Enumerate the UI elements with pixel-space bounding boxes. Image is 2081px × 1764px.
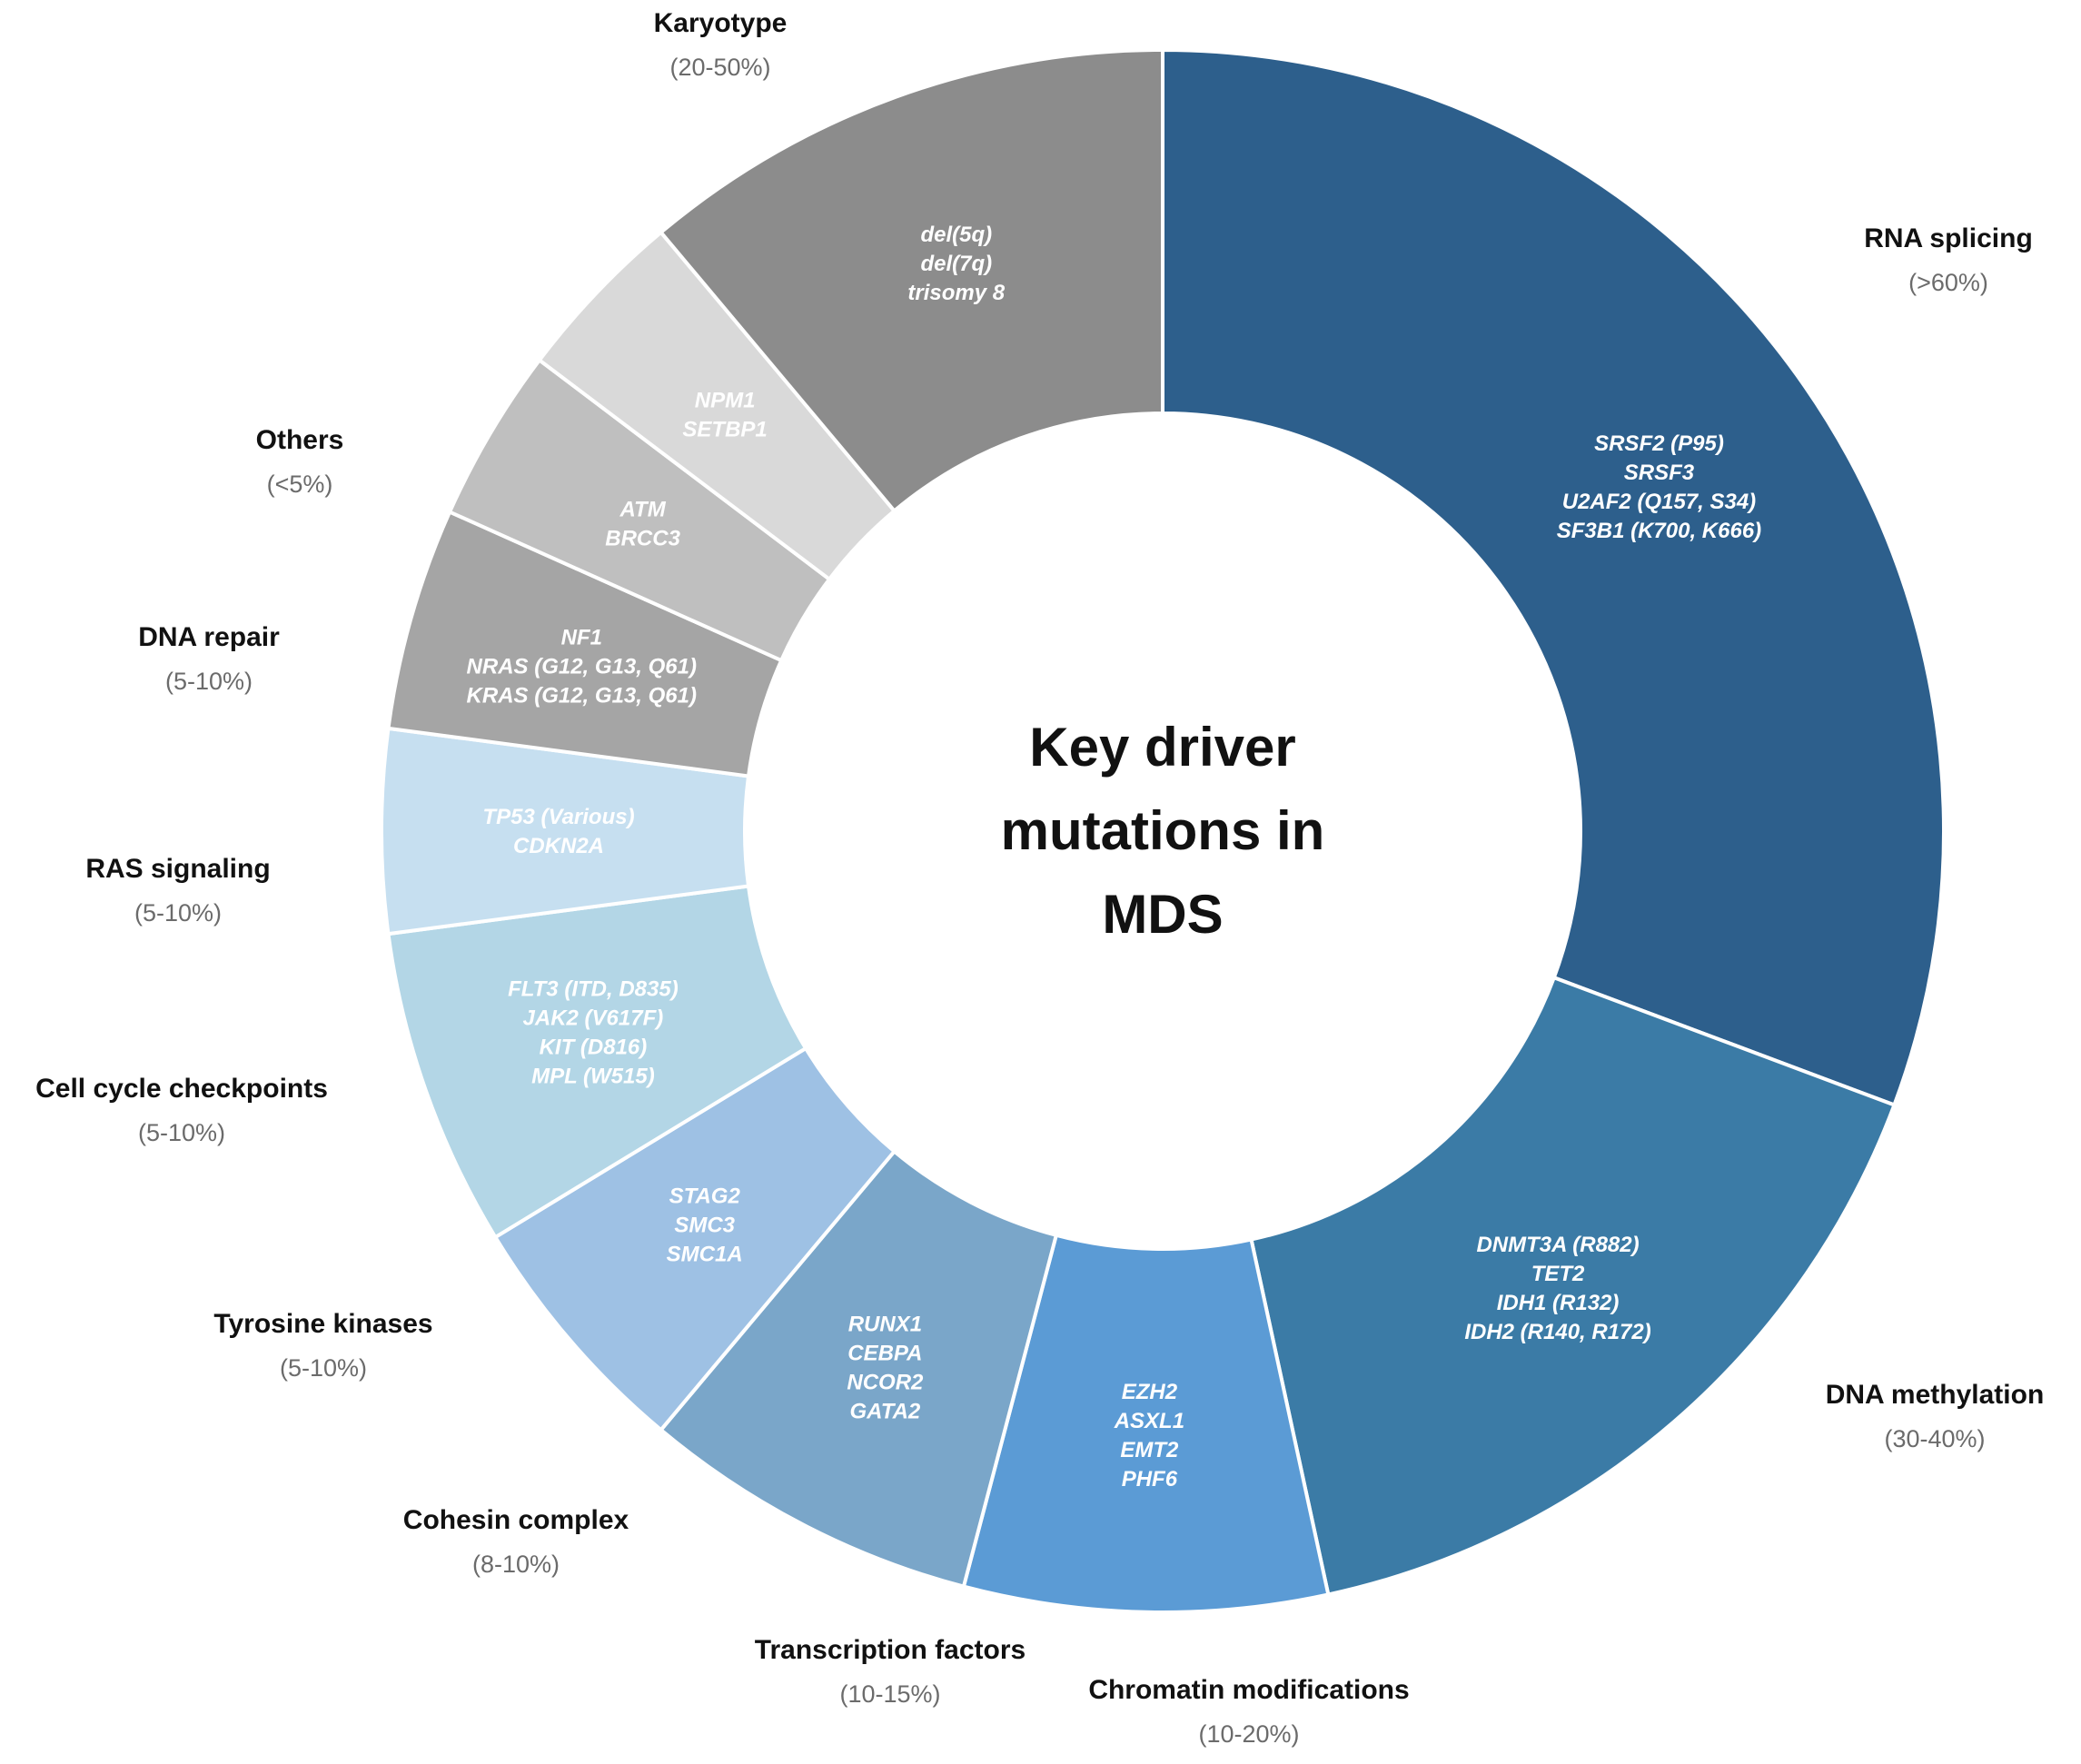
center-title-line: Key driver	[1029, 717, 1296, 778]
category-label: DNA repair	[138, 622, 280, 652]
slice-rna-splicing	[1161, 47, 1946, 1108]
category-label: Karyotype	[654, 8, 788, 38]
gene-label: trisomy 8	[907, 281, 1005, 305]
category-range-label: (5-10%)	[138, 1119, 225, 1146]
category-range-label: (10-15%)	[839, 1680, 940, 1708]
category-label: Chromatin modifications	[1088, 1675, 1409, 1705]
gene-label: SF3B1 (K700, K666)	[1557, 519, 1761, 543]
slices-group	[379, 47, 1946, 1614]
category-label: Cohesin complex	[403, 1505, 629, 1535]
gene-label: KRAS (G12, G13, Q61)	[467, 683, 697, 708]
category-label: Tyrosine kinases	[213, 1309, 432, 1339]
gene-label: NF1	[561, 625, 602, 649]
center-title: Key driver mutations in MDS	[1001, 717, 1325, 945]
gene-label: EZH2	[1122, 1380, 1178, 1404]
category-range-label: (>60%)	[1908, 269, 1988, 296]
category-range-label: (5-10%)	[134, 899, 222, 927]
category-range-label: (30-40%)	[1884, 1425, 1985, 1452]
gene-label: CDKN2A	[513, 834, 604, 858]
gene-label: IDH2 (R140, R172)	[1464, 1320, 1650, 1344]
gene-label: ATM	[619, 497, 667, 521]
gene-label: del(7q)	[920, 252, 992, 276]
slice-dna-methylation	[1249, 975, 1898, 1597]
category-range-label: (5-10%)	[165, 668, 253, 695]
category-label: RNA splicing	[1864, 223, 2033, 253]
gene-label: SMC1A	[667, 1242, 743, 1266]
gene-label: TET2	[1531, 1262, 1585, 1286]
gene-label: RUNX1	[848, 1313, 922, 1337]
gene-label: FLT3 (ITD, D835)	[508, 976, 679, 1001]
gene-label: ASXL1	[1114, 1409, 1184, 1433]
category-label: Others	[256, 425, 344, 455]
gene-label: GATA2	[849, 1400, 920, 1424]
center-title-line: mutations in	[1001, 800, 1325, 861]
center-title-line: MDS	[1102, 884, 1223, 945]
category-range-label: (10-20%)	[1198, 1720, 1299, 1748]
gene-label: EMT2	[1120, 1438, 1179, 1462]
gene-label: U2AF2 (Q157, S34)	[1562, 490, 1756, 514]
category-range-label: (5-10%)	[280, 1354, 367, 1382]
gene-label: STAG2	[669, 1184, 741, 1208]
gene-label: IDH1 (R132)	[1497, 1291, 1620, 1315]
gene-label: SMC3	[674, 1213, 735, 1237]
gene-label: NRAS (G12, G13, Q61)	[467, 654, 697, 679]
gene-label: KIT (D816)	[540, 1035, 648, 1059]
category-label: DNA methylation	[1826, 1380, 2045, 1410]
gene-label: MPL (W515)	[531, 1064, 655, 1088]
slice-karyotype	[658, 47, 1164, 514]
gene-label: NCOR2	[847, 1371, 924, 1395]
gene-label: DNMT3A (R882)	[1476, 1233, 1639, 1257]
gene-label: del(5q)	[920, 223, 992, 247]
gene-label: CEBPA	[847, 1342, 922, 1366]
category-label: RAS signaling	[85, 854, 270, 884]
gene-label: JAK2 (V617F)	[523, 1006, 664, 1030]
gene-label: SETBP1	[682, 418, 767, 442]
gene-label: NPM1	[695, 389, 756, 413]
category-label: Transcription factors	[755, 1635, 1026, 1665]
gene-label: TP53 (Various)	[482, 805, 634, 829]
gene-label: SRSF3	[1624, 461, 1695, 485]
category-range-label: (<5%)	[267, 471, 333, 498]
gene-label: BRCC3	[605, 526, 680, 550]
category-label: Cell cycle checkpoints	[35, 1074, 328, 1104]
gene-label: PHF6	[1122, 1467, 1178, 1491]
gene-label: SRSF2 (P95)	[1594, 431, 1724, 456]
category-range-label: (8-10%)	[472, 1551, 560, 1578]
category-range-label: (20-50%)	[669, 54, 770, 81]
